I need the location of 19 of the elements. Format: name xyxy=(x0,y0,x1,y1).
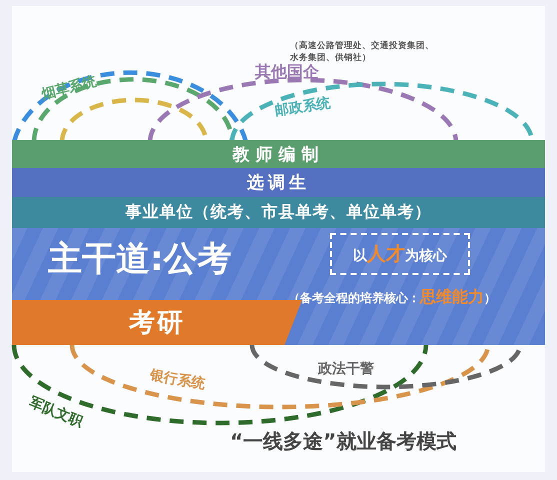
band-text: 以人才为核心 xyxy=(353,242,447,267)
band-text: 事业单位（统考、市县单考、单位单考） xyxy=(126,202,432,223)
banner-band xyxy=(12,300,302,345)
striped-band xyxy=(12,228,545,345)
band-text: 主干道:公考 xyxy=(48,238,232,281)
arc-label: 邮政系统 xyxy=(274,94,332,120)
band-text: 教师编制 xyxy=(232,144,324,166)
banner-band xyxy=(12,140,545,168)
arc-label: （高速公路管理处、交通投资集团、水务集团、供销社） xyxy=(290,40,435,64)
arc-label: 其他国企 xyxy=(255,62,319,83)
banner-band xyxy=(12,168,545,197)
band-text: 考研 xyxy=(129,307,185,340)
caption: “一线多途”就业备考模式 xyxy=(230,428,456,455)
arc-label: 军队文职 xyxy=(26,394,86,432)
banner-band xyxy=(12,197,545,228)
band-text: 选调生 xyxy=(247,172,310,194)
dashed-callout-box xyxy=(330,233,470,275)
arc-label: 银行系统 xyxy=(148,366,207,394)
arc-label: 政法干警 xyxy=(318,360,374,378)
